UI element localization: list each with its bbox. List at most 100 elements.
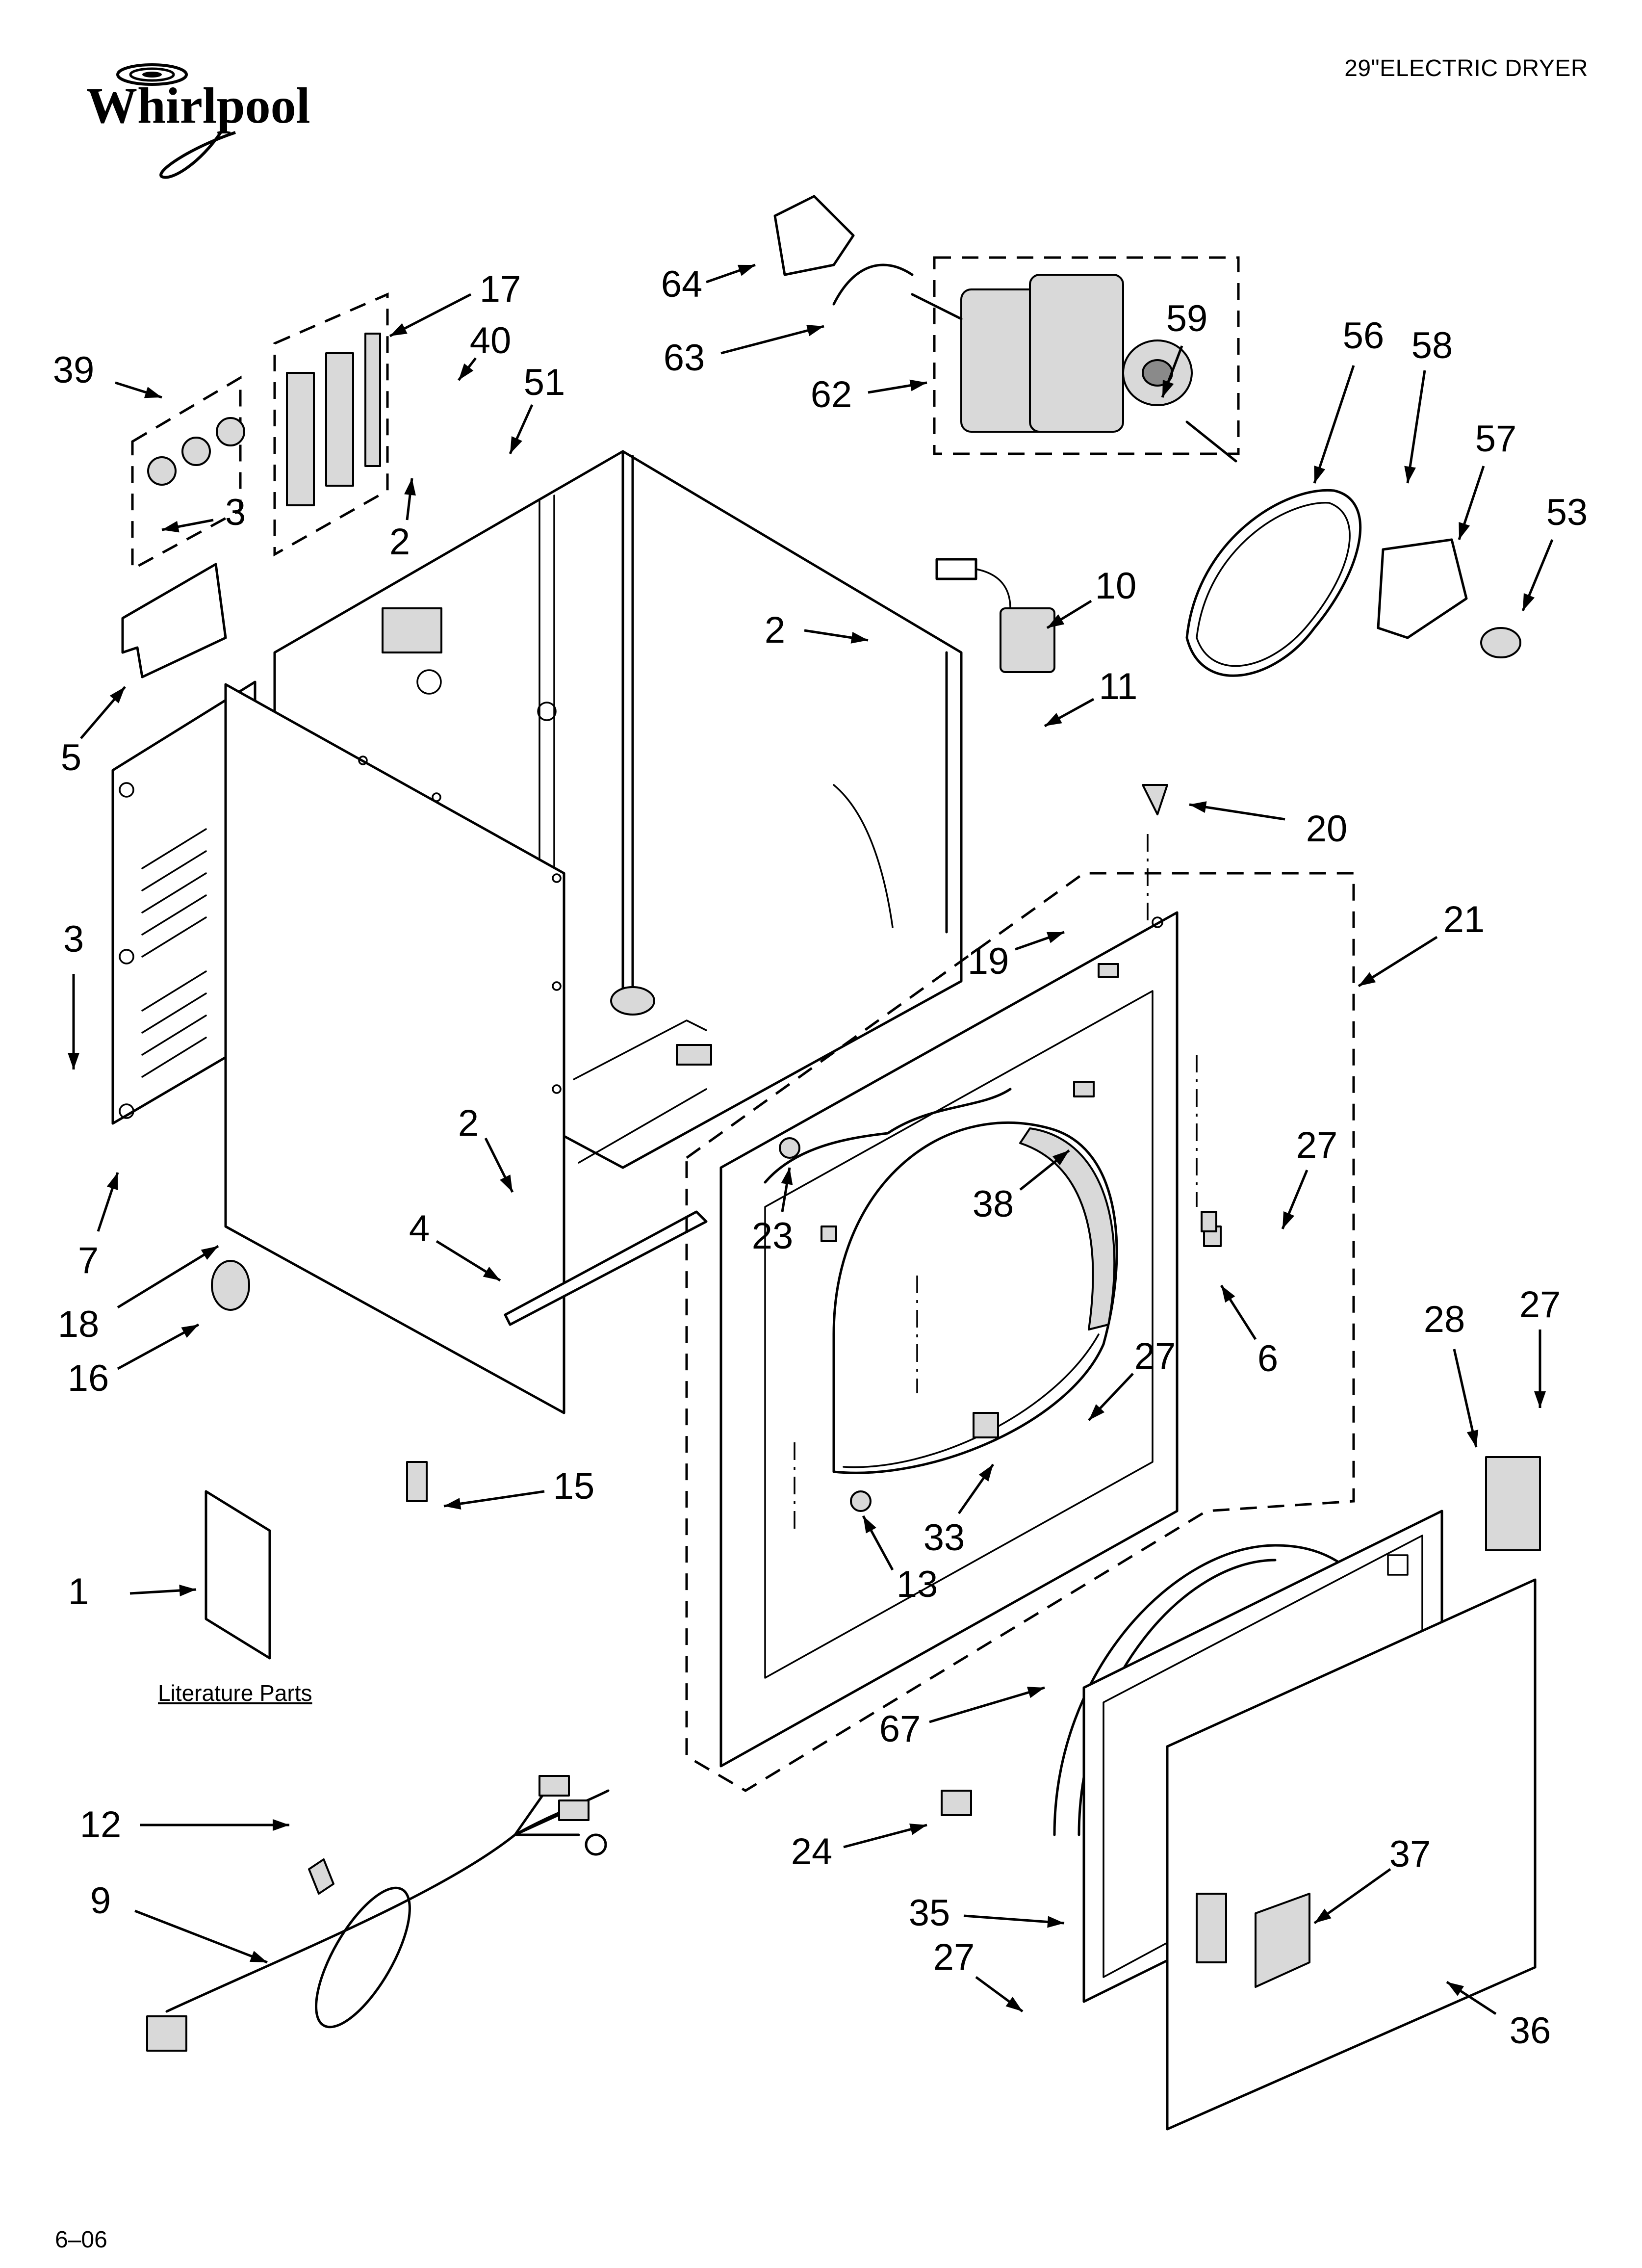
- door-hinge: [1485, 1456, 1541, 1551]
- leader-arrowhead-c7: [106, 1173, 118, 1191]
- leader-arrowhead-c2a: [404, 478, 416, 496]
- leader-line-c35: [963, 1914, 1065, 1925]
- leader-arrowhead-c33: [978, 1464, 993, 1482]
- leader-arrowhead-c23: [781, 1168, 793, 1185]
- leader-arrowhead-c3a: [162, 521, 180, 533]
- leader-arrowhead-c18: [201, 1246, 218, 1260]
- leader-arrowhead-c59: [1162, 379, 1174, 397]
- callout-c20: 20: [1306, 808, 1348, 850]
- door-assembly: [1053, 1510, 1537, 2131]
- callout-c3b: 3: [63, 918, 84, 960]
- leader-arrowhead-c2c: [500, 1174, 513, 1192]
- callout-c4: 4: [409, 1208, 430, 1250]
- leader-arrowhead-c21: [1359, 972, 1376, 986]
- leader-arrowhead-c27c: [1534, 1391, 1546, 1408]
- leader-arrowhead-c58: [1404, 466, 1416, 483]
- leader-arrowhead-c16: [181, 1325, 199, 1338]
- upper-bracket-parts: [121, 292, 389, 678]
- callout-c9: 9: [90, 1880, 111, 1922]
- leader-arrowhead-c62: [909, 379, 927, 391]
- leader-arrowhead-c27b: [1089, 1404, 1105, 1420]
- literature-parts-caption: Literature Parts: [158, 1680, 312, 1706]
- drive-belt: [1185, 489, 1362, 677]
- leader-line-c9: [134, 1909, 268, 1964]
- base-channel: [504, 986, 712, 1326]
- callout-c53: 53: [1546, 492, 1588, 533]
- leader-arrowhead-c63: [806, 325, 824, 337]
- front-panel-assembly-outline: [685, 872, 1355, 1792]
- callout-c10: 10: [1095, 565, 1137, 607]
- leader-arrowhead-c51: [510, 436, 522, 454]
- leader-line-c28: [1453, 1349, 1478, 1448]
- callout-c1: 1: [68, 1571, 89, 1613]
- callout-c51: 51: [523, 362, 565, 403]
- callout-c7: 7: [77, 1240, 99, 1281]
- leader-arrowhead-c67: [1026, 1687, 1045, 1698]
- leader-arrowhead-c6: [1221, 1285, 1235, 1303]
- leader-arrowhead-c15: [444, 1498, 462, 1510]
- leader-arrowhead-c64: [737, 264, 755, 276]
- callout-c33: 33: [923, 1517, 965, 1559]
- callout-c37: 37: [1389, 1833, 1431, 1875]
- leader-line-c56: [1313, 365, 1355, 484]
- motor-bracket: [773, 195, 914, 306]
- callout-c17: 17: [479, 268, 521, 310]
- callout-c58: 58: [1411, 325, 1453, 366]
- whirlpool-logo: Whirlpool: [74, 59, 368, 196]
- callout-c38: 38: [972, 1183, 1014, 1225]
- leader-arrowhead-c28: [1466, 1430, 1479, 1447]
- leader-arrowhead-c39: [144, 387, 162, 398]
- callout-c39: 39: [52, 349, 95, 391]
- callout-c64: 64: [661, 263, 703, 305]
- callout-c67: 67: [879, 1708, 921, 1750]
- leader-arrowhead-c19: [1046, 932, 1064, 943]
- leader-arrowhead-c4: [483, 1266, 500, 1280]
- leader-arrowhead-c36: [1447, 1982, 1464, 1996]
- callout-c28: 28: [1423, 1299, 1465, 1340]
- callout-c36: 36: [1509, 2010, 1551, 2052]
- literature-booklet: [205, 1490, 271, 1660]
- leader-arrowhead-c12: [273, 1819, 289, 1831]
- callout-c12: 12: [79, 1804, 122, 1846]
- power-cord: [146, 1775, 610, 2052]
- leader-arrowhead-c1: [179, 1585, 196, 1596]
- leader-arrowhead-c2b: [850, 631, 868, 644]
- leader-arrowhead-c53: [1523, 593, 1535, 611]
- callout-c59: 59: [1166, 298, 1208, 339]
- drive-motor: [911, 256, 1240, 463]
- callout-c11: 11: [1099, 666, 1138, 707]
- leader-arrowhead-c9: [249, 1951, 267, 1962]
- leader-arrowhead-c37: [1314, 1908, 1332, 1923]
- callout-c27c: 27: [1519, 1284, 1561, 1326]
- callout-c21: 21: [1443, 899, 1485, 940]
- leader-arrowhead-c5: [109, 687, 125, 704]
- leader-arrowhead-c13: [863, 1516, 876, 1534]
- callout-c62: 62: [810, 374, 852, 416]
- leader-arrowhead-c35: [1047, 1916, 1064, 1928]
- callout-c15: 15: [553, 1465, 595, 1507]
- fasteners: [211, 784, 1217, 1895]
- callout-c6: 6: [1257, 1338, 1279, 1380]
- callout-c27d: 27: [933, 1936, 975, 1978]
- callout-c3a: 3: [225, 492, 246, 533]
- diagram-title: 29"ELECTRIC DRYER: [1344, 55, 1588, 81]
- left-side-panel: [111, 680, 257, 1125]
- idler-pulley: [1480, 627, 1521, 658]
- leader-arrowhead-c10: [1047, 614, 1065, 628]
- leader-arrowhead-c17: [390, 323, 408, 336]
- leader-arrowhead-c20: [1189, 801, 1207, 813]
- front-panel: [719, 834, 1222, 1768]
- callout-c2c: 2: [458, 1102, 479, 1144]
- idler-bracket: [1377, 538, 1468, 639]
- callout-c2b: 2: [764, 609, 786, 651]
- leader-line-c63: [720, 325, 824, 355]
- callout-c56: 56: [1342, 315, 1385, 357]
- callout-c2a: 2: [389, 521, 410, 563]
- callout-c27a: 27: [1296, 1124, 1338, 1166]
- callout-c27b: 27: [1134, 1335, 1176, 1377]
- leader-arrowhead-c24: [909, 1824, 927, 1835]
- brand-wordmark: Whirlpool: [86, 78, 310, 134]
- leader-arrowhead-c27a: [1283, 1211, 1295, 1229]
